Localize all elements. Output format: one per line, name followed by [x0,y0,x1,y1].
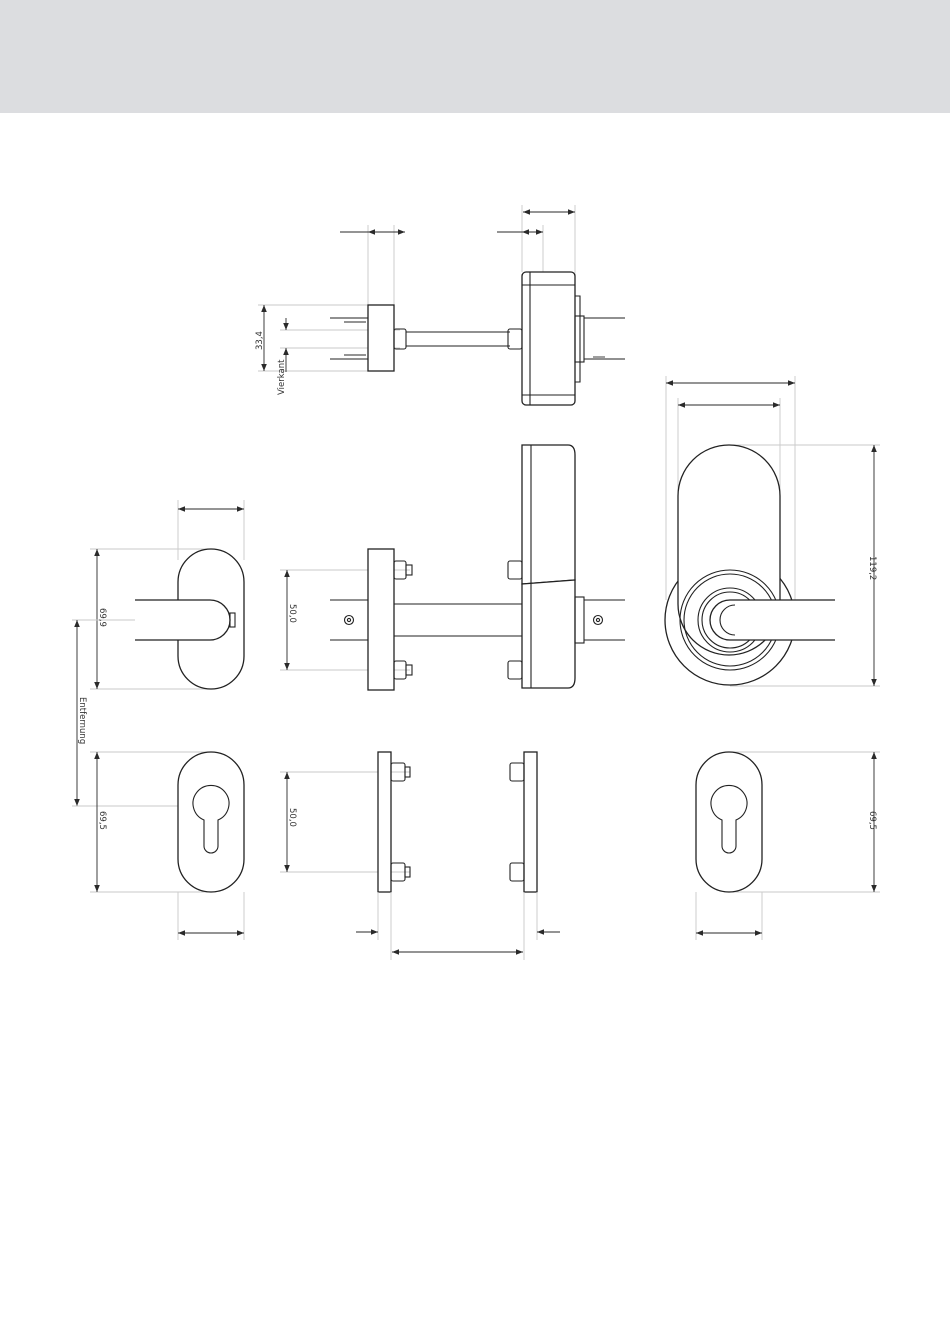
left-escutcheon-view [72,752,244,940]
dim-left-escutcheon-height: 69,5 [97,811,107,830]
top-plan-view [258,205,625,405]
dim-left-rosette-height: 69,9 [97,608,107,627]
center-escutcheon-side-view [280,752,560,960]
dim-right-escutcheon-height: 69,5 [867,811,877,830]
dim-vierkant-size: 33,4 [255,331,265,350]
dim-distance-label: Entfernung [77,697,87,744]
dim-vierkant-label: Vierkant [277,359,287,395]
right-escutcheon-view [696,752,880,940]
dim-screw-spacing-handle: 50,0 [287,604,297,623]
right-electronic-handle-view [665,376,880,686]
dim-screw-spacing-escutcheon: 50,0 [287,808,297,827]
dim-right-handle-height: 119,2 [867,556,877,580]
center-handle-side-view [280,445,625,690]
